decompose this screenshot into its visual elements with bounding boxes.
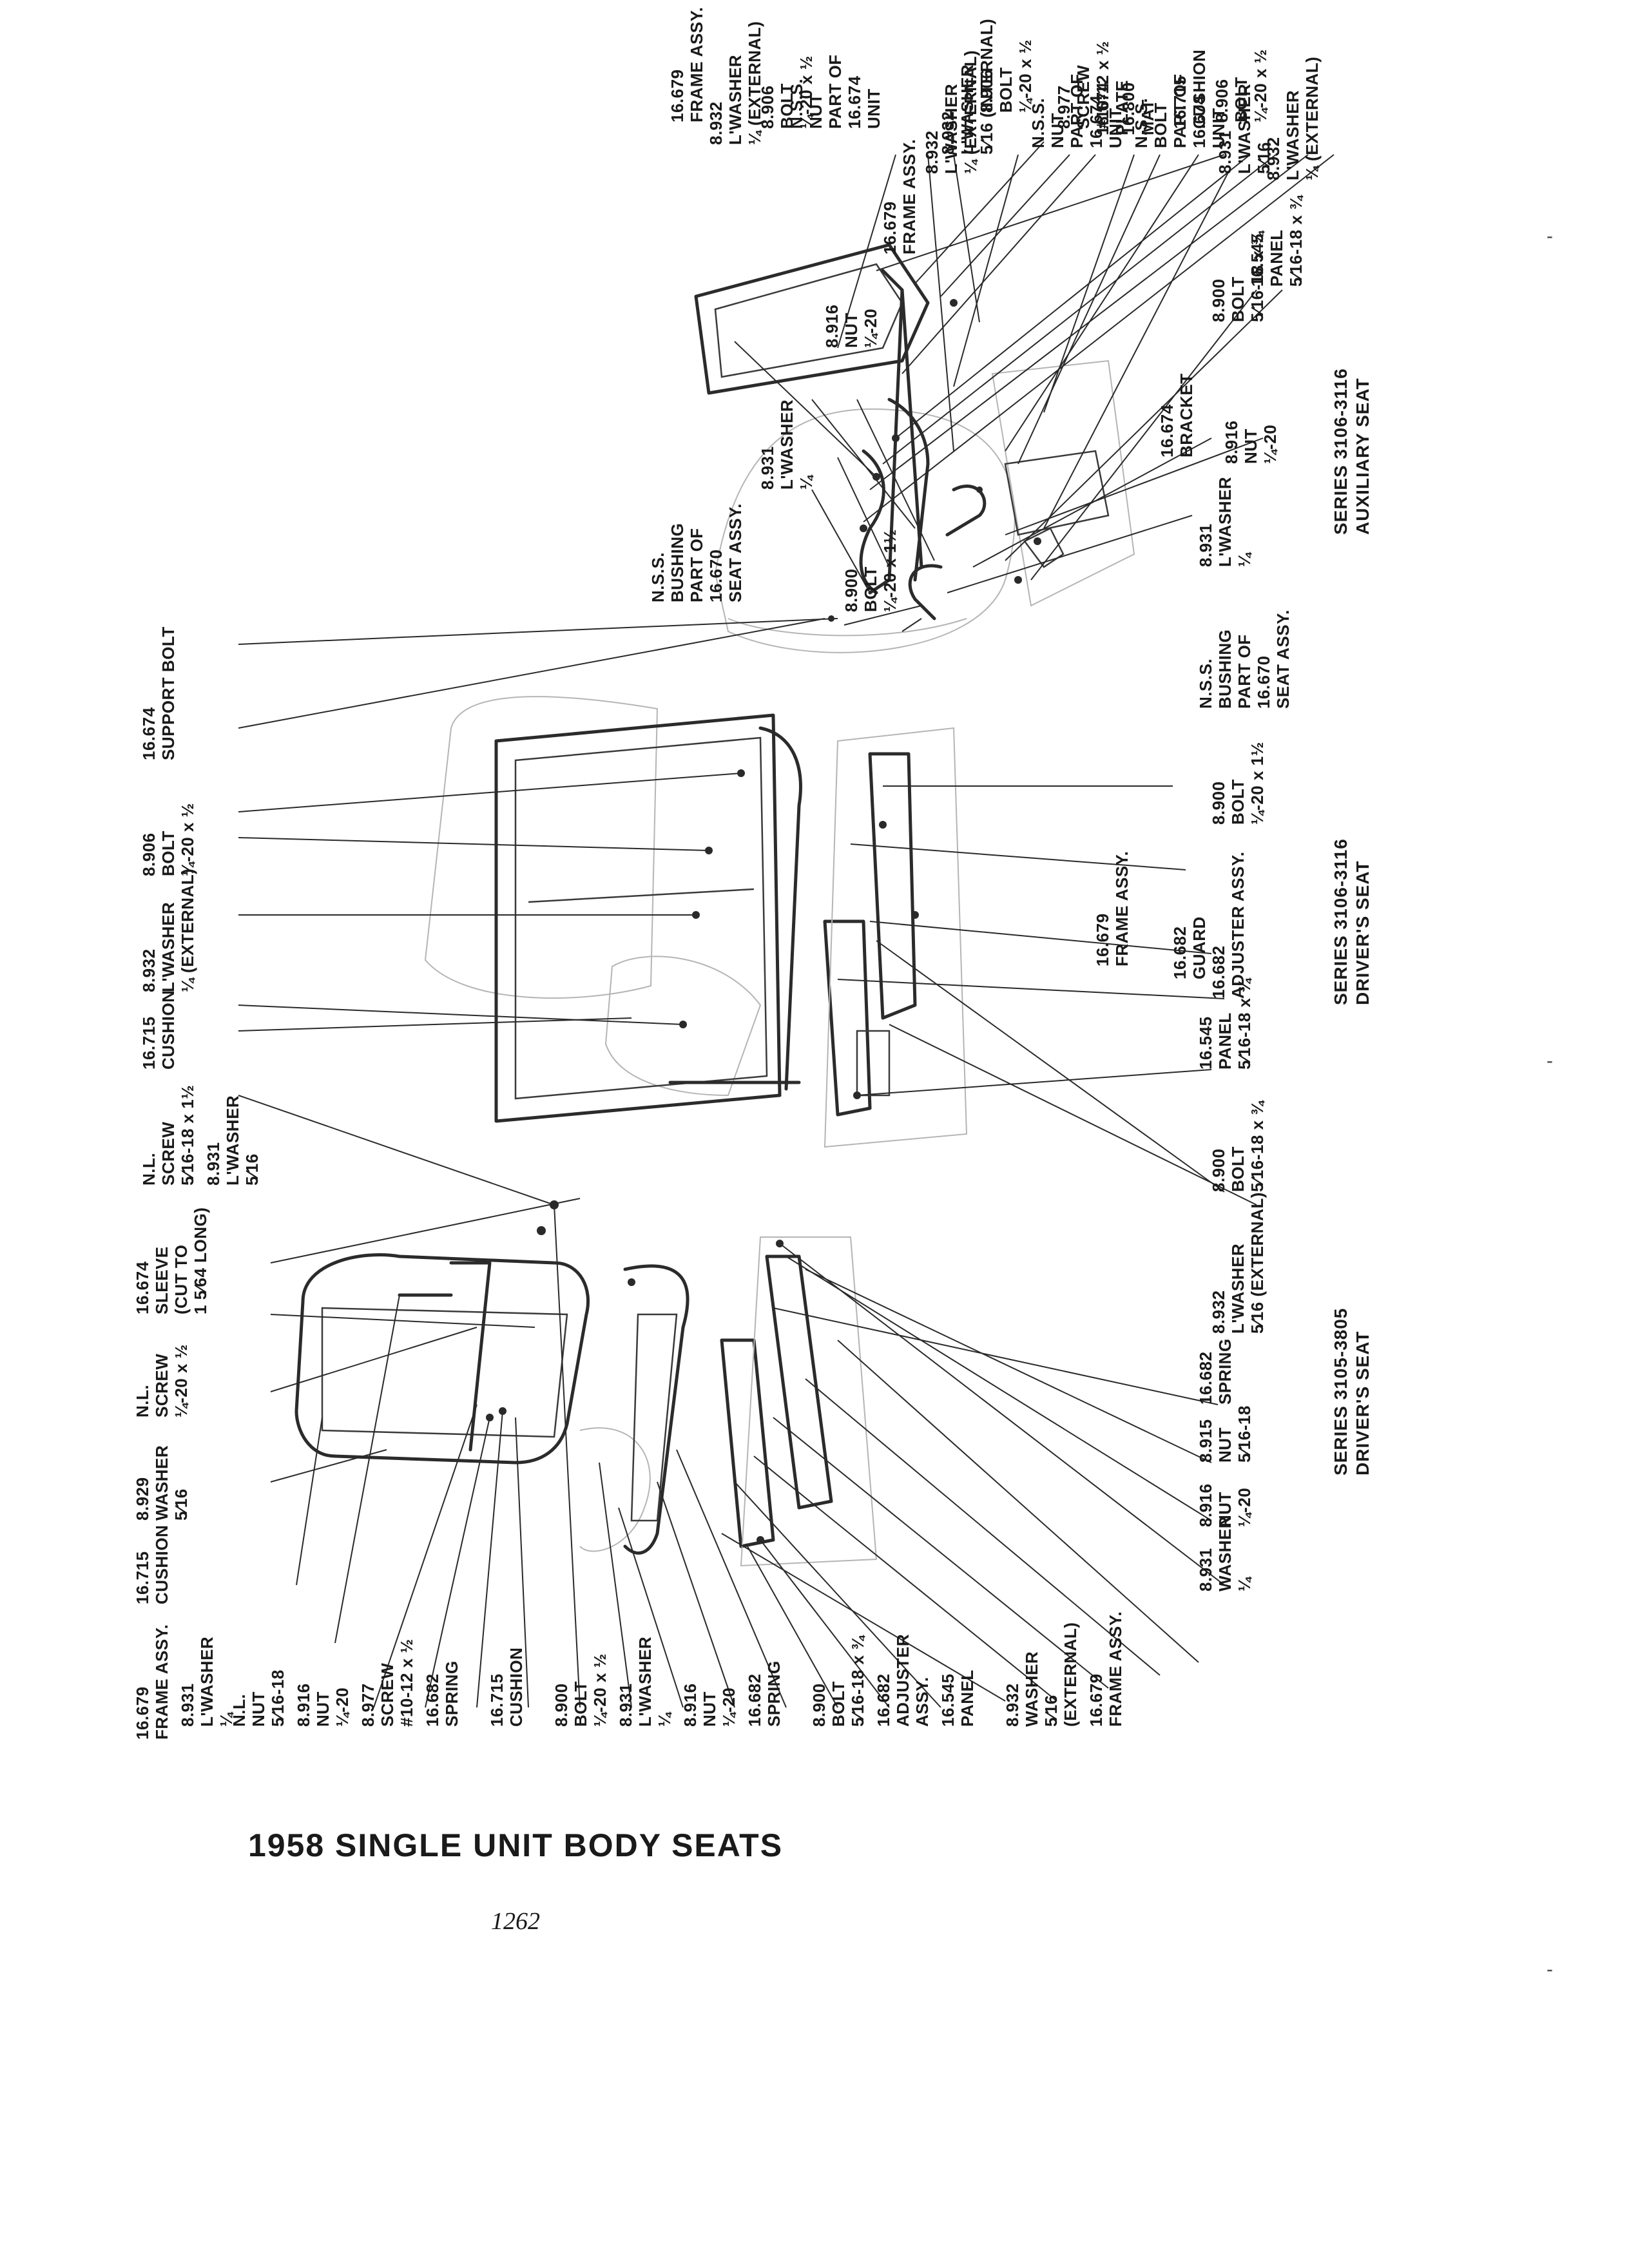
callout-label: N.S.S.BOLTPART OF16.674UNIT — [1132, 73, 1228, 148]
callout-label: 8.931WASHER¼ — [1196, 1516, 1254, 1591]
callout-label: 8.931L'WASHER5⁄16 — [204, 1095, 262, 1186]
callout-label: 8.900BOLT5⁄16-18 x ¾ — [1209, 230, 1267, 322]
callout-label: 8.900BOLT¼-20 x 1½ — [1209, 742, 1267, 825]
callout-label: 16.545PANEL — [938, 1669, 977, 1727]
callout-label: N.L.NUT5⁄16-18 — [229, 1669, 287, 1727]
callout-labels: 8.932L'WASHER¼ (EXTERNAL) 8.906BOLT¼-20 … — [133, 7, 1322, 1740]
callout-label: N.S.S.BUSHINGPART OF16.670SEAT ASSY. — [648, 503, 745, 602]
callout-label: 16.682ADJUSTER ASSY. — [1209, 851, 1248, 999]
callout-label: 8.900BOLT¼-20 x 1½ — [842, 529, 900, 612]
callout-label: 8.916NUT¼-20 — [294, 1683, 352, 1727]
callout-label: 16.682SPRING — [745, 1660, 784, 1727]
callout-label: 8.977SCREW#10-12 x ½ — [358, 1639, 416, 1727]
callout-label: 16.800MAT — [1119, 82, 1157, 135]
callout-label: 8.932L'WASHER5⁄16 (INTERNAL) — [938, 19, 996, 155]
auxiliary-seat-drawing — [694, 243, 1135, 653]
callout-label: N.S.S.NUTPART OF16.674UNIT — [787, 54, 883, 129]
callout-label: 16.715CUSHION — [139, 990, 178, 1070]
callout-label: 16.679FRAME ASSY. — [668, 7, 706, 122]
callout-label: 8.906BOLT¼-20 x ½ — [139, 803, 197, 876]
callout-label: 8.931L'WASHER¼ — [1196, 477, 1254, 567]
callout-label: 16.679FRAME ASSY. — [880, 139, 919, 255]
callout-label: 8.931L'WASHER5⁄16 — [1215, 84, 1273, 174]
drivers-seat-3106-drawing — [424, 696, 968, 1148]
callout-label: 16.545PANEL5⁄16-18 x ¾ — [1248, 195, 1306, 287]
callout-label: 8.906BOLT¼-20 x ½ — [758, 55, 816, 129]
callout-label: 8.932L'WASHER¼ (EXTERNAL) — [706, 21, 764, 145]
callout-label: 16.679FRAME ASSY. — [1086, 1611, 1125, 1727]
callout-label: 16.674SLEEVE(CUT TO1 5⁄64 LONG) — [133, 1207, 210, 1314]
callout-label: 8.932L'WASHER5⁄16 (EXTERNAL) — [1209, 1192, 1267, 1334]
callout-label: 16.545PANEL5⁄16-18 x ¾ — [1196, 977, 1254, 1070]
callout-label: 8.931L'WASHER¼ — [758, 399, 816, 490]
callout-label: 8.932L'WASHER¼ (EXTERNAL) — [139, 869, 197, 992]
callout-label: 16.715CUSHION — [487, 1648, 526, 1727]
callout-label: 16.679FRAME ASSY. — [1093, 851, 1132, 966]
callout-label: 8.916NUT¼-20 — [680, 1683, 738, 1727]
page-title: 1958 SINGLE UNIT BODY SEATS — [247, 1827, 784, 1863]
callout-label: 8.916NUT¼-20 — [1196, 1483, 1254, 1527]
callout-label: 16.679FRAME ASSY. — [133, 1624, 171, 1740]
margin-mark: - — [1547, 1959, 1553, 1980]
callout-label: 8.932WASHER5⁄16(EXTERNAL) — [1003, 1622, 1080, 1727]
callout-label: 8.932L'WASHER¼ (EXTERNAL) — [1264, 57, 1322, 180]
callout-label: N.S.S.BUSHINGPART OF16.670SEAT ASSY. — [1196, 610, 1293, 709]
callout-label: 8.906BOLT¼-20 x ½ — [1212, 49, 1270, 122]
callout-label: 16.715CUSHION — [1170, 50, 1209, 129]
callout-label: 8.916NUT¼-20 — [1222, 420, 1280, 464]
callout-label: 16.674SUPPORT BOLT — [139, 626, 178, 760]
callout-label: 8.900BOLT5⁄16-18 x ¾ — [1209, 1100, 1267, 1192]
callout-label: 8.916NUT¼-20 — [822, 304, 880, 348]
callout-label: 8.929WASHER5⁄16 — [133, 1445, 191, 1521]
callout-label: N.L.SCREW¼-20 x ½ — [133, 1344, 191, 1418]
callout-label: 8.915NUT5⁄16-18 — [1196, 1405, 1254, 1463]
callout-label: 16.682SPRING — [1196, 1338, 1235, 1405]
callout-label: 16.682GUARD — [1170, 916, 1209, 979]
callout-label: N.S.S.NUTPART OF16.674UNIT — [1028, 73, 1125, 148]
callout-label: 16.674BRACKET — [1157, 373, 1196, 457]
callout-label: N.L.SCREW5⁄16-18 x 1½ — [139, 1085, 197, 1186]
callout-label: 16.682SPRING — [423, 1660, 461, 1727]
leader-lines — [238, 141, 1335, 1708]
callout-label: 8.931L'WASHER¼ — [616, 1637, 674, 1727]
drivers-seat-3105-drawing — [294, 1200, 878, 1567]
callout-label: 8.977SCREW#10-12 x ½ — [1054, 41, 1112, 129]
callout-label: 8.931L'WASHER¼ — [178, 1637, 236, 1727]
callout-label: 8.932L'WASHER¼ (EXTERNAL) — [922, 50, 980, 174]
callout-label: 16.715CUSHION — [133, 1525, 171, 1604]
page-number: 1262 — [491, 1908, 540, 1935]
callout-label: 16.674PLATE — [1093, 80, 1132, 135]
callout-label: 8.906BOLT¼-20 x ½ — [977, 39, 1035, 113]
margin-mark: - — [1547, 1050, 1553, 1072]
margin-mark: - — [1547, 226, 1553, 247]
callout-label: 8.900BOLT5⁄16-18 x ¾ — [809, 1635, 867, 1727]
callout-label: 16.682ADJUSTERASSY. — [874, 1634, 932, 1727]
callout-label: 8.900BOLT¼-20 x ½ — [552, 1653, 610, 1727]
